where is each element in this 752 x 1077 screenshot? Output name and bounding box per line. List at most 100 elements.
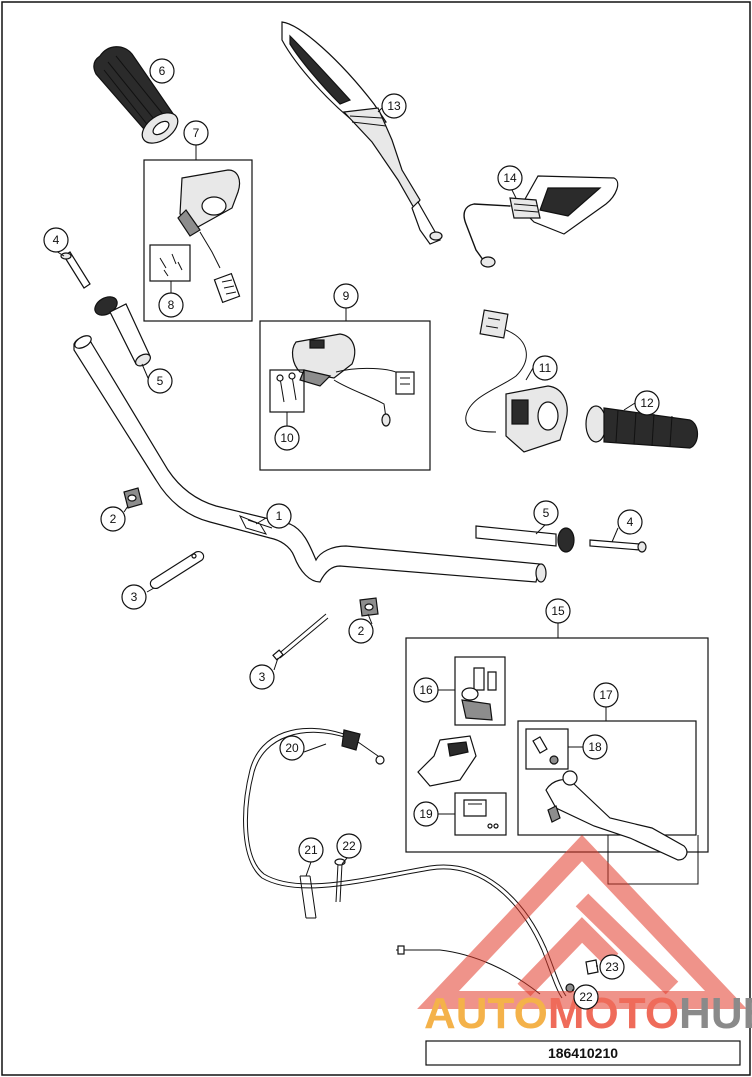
callout-19: 19 <box>413 801 439 827</box>
callout-15-label: 15 <box>551 604 565 618</box>
bar-end-weight-left <box>94 296 151 367</box>
callout-9: 9 <box>333 283 359 309</box>
right-switch-part <box>465 309 568 453</box>
callout-21-label: 21 <box>304 843 318 857</box>
callout-3b-label: 3 <box>259 670 266 684</box>
callout-14: 14 <box>497 165 523 191</box>
callout-2a-label: 2 <box>110 512 117 526</box>
callout-4a-label: 4 <box>53 233 60 247</box>
callout-5b: 5 <box>533 500 559 526</box>
callout-10: 10 <box>274 425 300 451</box>
callout-22b-label: 22 <box>579 990 593 1004</box>
callout-13-label: 13 <box>387 99 401 113</box>
callout-18-label: 18 <box>588 740 602 754</box>
callout-23-label: 23 <box>605 960 619 974</box>
left-grip-part <box>93 46 179 144</box>
callout-4a: 4 <box>43 227 69 253</box>
box-part-18 <box>525 728 569 770</box>
document-number-box <box>425 1040 741 1066</box>
clutch-lever-part <box>545 770 688 861</box>
screw-part-22-upper <box>334 858 346 903</box>
box-part-15 <box>405 637 709 853</box>
left-switch-part <box>177 169 241 304</box>
screws-part-8 <box>159 253 183 277</box>
start-switch-part <box>291 333 415 427</box>
callout-22b: 22 <box>573 984 599 1010</box>
watermark-text: AUTOMOTOHUB <box>424 989 752 1038</box>
callout-7-label: 7 <box>193 126 200 140</box>
bar-end-bolt-left <box>60 251 91 289</box>
callout-3a: 3 <box>121 584 147 610</box>
callout-2a: 2 <box>100 506 126 532</box>
callout-3b: 3 <box>249 664 275 690</box>
callout-2b-label: 2 <box>358 624 365 638</box>
box-part-17 <box>517 720 697 836</box>
adjuster-part-18 <box>532 736 559 765</box>
box-part-8 <box>149 244 191 282</box>
bar-end-bolt-right <box>589 539 647 553</box>
bracket-part-16 <box>461 667 497 721</box>
callout-17: 17 <box>593 682 619 708</box>
callout-22a: 22 <box>336 833 362 859</box>
screw-part-23 <box>585 959 599 975</box>
strap-left <box>149 551 205 589</box>
callout-8-label: 8 <box>168 298 175 312</box>
clutch-bracket-part <box>417 735 477 787</box>
callout-1-label: 1 <box>276 509 283 523</box>
callout-6-label: 6 <box>159 64 166 78</box>
callout-5a-label: 5 <box>157 374 164 388</box>
watermark-text-hub: HUB <box>679 989 752 1038</box>
callout-21: 21 <box>298 837 324 863</box>
callout-15: 15 <box>545 598 571 624</box>
callout-2b: 2 <box>348 618 374 644</box>
callout-10-label: 10 <box>280 431 294 445</box>
document-number: 186410210 <box>548 1045 618 1061</box>
clamp-right <box>359 597 379 617</box>
left-mirror-part <box>281 21 443 245</box>
clamp-left <box>123 487 143 509</box>
cable-holder-part-21 <box>299 875 317 919</box>
clutch-cable-part <box>243 727 567 999</box>
callout-7: 7 <box>183 120 209 146</box>
callout-16: 16 <box>413 677 439 703</box>
cable-tie-right <box>272 613 329 661</box>
bar-end-weight-right <box>475 525 575 553</box>
callout-17-label: 17 <box>599 688 613 702</box>
callout-9-label: 9 <box>343 289 350 303</box>
box-part-10 <box>269 369 305 413</box>
callout-3a-label: 3 <box>131 590 138 604</box>
callout-1: 1 <box>266 503 292 529</box>
callout-18: 18 <box>582 734 608 760</box>
watermark-logo <box>417 834 747 1009</box>
screws-part-10 <box>276 372 297 403</box>
callout-4b: 4 <box>617 509 643 535</box>
callout-22a-label: 22 <box>342 839 356 853</box>
right-mirror-part <box>463 175 619 268</box>
callout-12: 12 <box>634 390 660 416</box>
callout-5a: 5 <box>147 368 173 394</box>
leader-17-frame <box>607 835 699 885</box>
handlebar-part <box>73 335 547 583</box>
callout-4b-label: 4 <box>627 515 634 529</box>
right-grip-part <box>585 405 699 449</box>
watermark-text-moto: MOTO <box>548 989 679 1038</box>
callout-5b-label: 5 <box>543 506 550 520</box>
callout-20: 20 <box>279 735 305 761</box>
callout-11-label: 11 <box>539 361 552 375</box>
box-part-16 <box>454 656 506 726</box>
callout-19-label: 19 <box>419 807 433 821</box>
callout-6: 6 <box>149 58 175 84</box>
clamp-part-19 <box>463 799 499 829</box>
watermark-text-auto: AUTO <box>424 989 548 1038</box>
leader-lines <box>55 70 636 991</box>
callout-23: 23 <box>599 954 625 980</box>
callout-16-label: 16 <box>419 683 433 697</box>
callout-12-label: 12 <box>640 396 654 410</box>
callout-14-label: 14 <box>503 171 517 185</box>
box-part-7 <box>143 159 253 322</box>
box-part-9 <box>259 320 431 471</box>
callout-8: 8 <box>158 292 184 318</box>
